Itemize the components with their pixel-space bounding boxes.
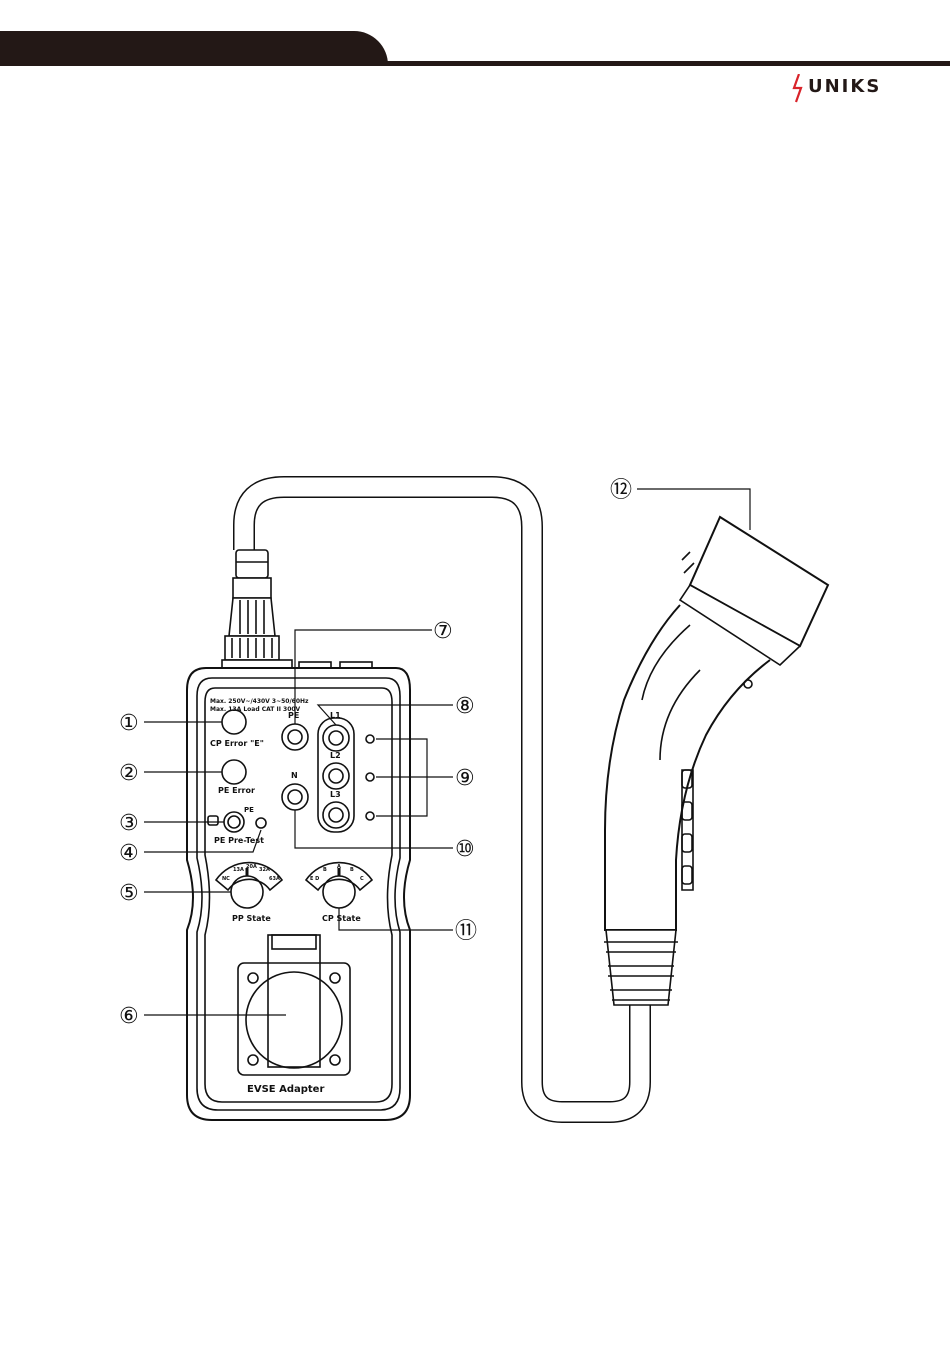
cp-pos-b1: B [323, 867, 327, 873]
pp-pos-20a: 20A [246, 864, 257, 870]
callout-3: ③ [119, 811, 139, 836]
callout-1: ① [119, 711, 139, 736]
pp-pos-32a: 32A [259, 867, 270, 873]
callout-10: ⑩ [455, 837, 475, 862]
callout-4: ④ [119, 841, 139, 866]
callout-7: ⑦ [433, 619, 453, 644]
spec-line-2: Max. 13A Load CAT II 300V [210, 706, 301, 713]
callout-8: ⑧ [455, 694, 475, 719]
callout-6: ⑥ [119, 1004, 139, 1029]
cp-error-label: CP Error "E" [210, 739, 264, 748]
socket-label-l2: L2 [330, 751, 341, 760]
pp-pos-13a: 13A [233, 867, 244, 873]
callout-2: ② [119, 761, 139, 786]
cp-pos-ed: E D [310, 876, 319, 882]
spec-line-1: Max. 250V~/430V 3~50/60Hz [210, 698, 309, 705]
socket-label-l3: L3 [330, 790, 341, 799]
pp-pos-nc: NC [222, 876, 230, 882]
cp-pos-a: A [337, 864, 341, 870]
callout-5: ⑤ [119, 881, 139, 906]
socket-label-n: N [291, 771, 298, 780]
adapter-body [187, 660, 410, 1120]
type2-connector [604, 517, 828, 1005]
cp-pos-c: C [360, 876, 364, 882]
pe-small-label: PE [244, 806, 254, 814]
pp-pos-63a: 63A [269, 876, 280, 882]
callout-9: ⑨ [455, 766, 475, 791]
pe-pretest-label: PE Pre-Test [214, 836, 264, 845]
pp-state-label: PP State [232, 914, 271, 923]
callout-11: ⑪ [455, 919, 477, 944]
socket-label-l1: L1 [330, 711, 341, 720]
callout-12: ⑫ [610, 478, 632, 503]
pe-error-label: PE Error [218, 786, 255, 795]
device-name: EVSE Adapter [247, 1084, 324, 1095]
cp-state-label: CP State [322, 914, 361, 923]
cable-gland [225, 550, 279, 660]
cp-pos-b2: B [350, 867, 354, 873]
socket-label-pe: PE [288, 711, 299, 720]
